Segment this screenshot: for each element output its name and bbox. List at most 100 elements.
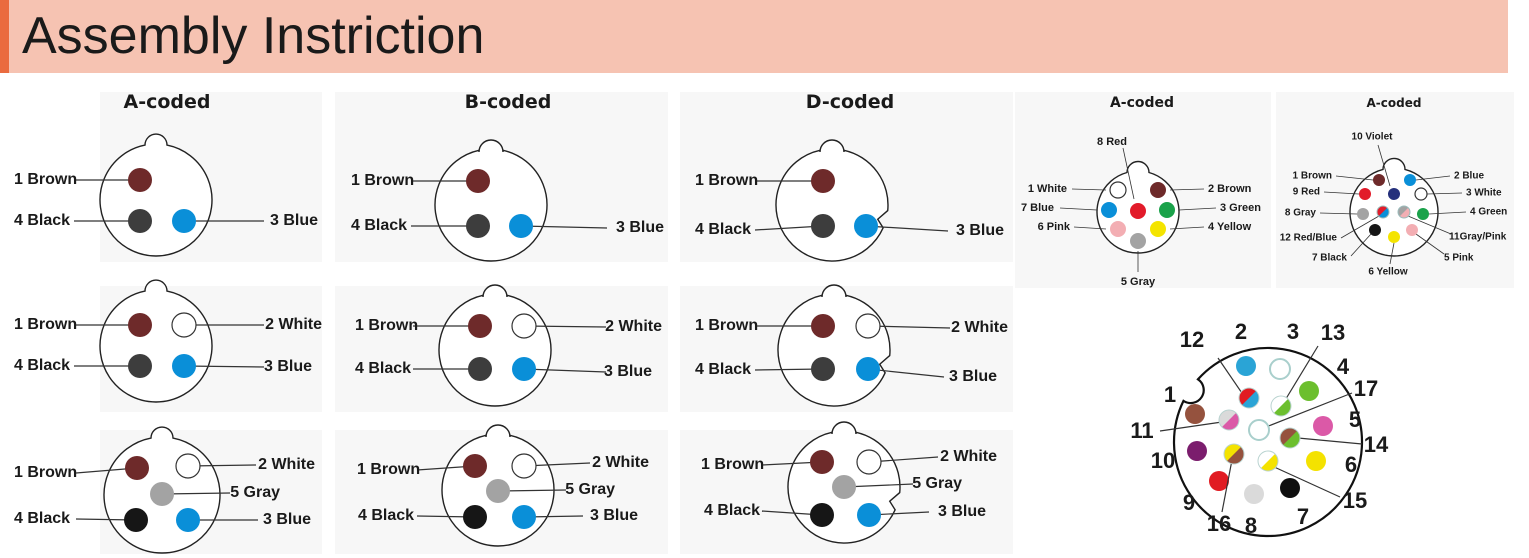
pin-number-label: 14 — [1364, 432, 1389, 457]
pin-label: 1 Brown — [351, 172, 414, 189]
pin-label: 4 Yellow — [1208, 221, 1252, 233]
pin-leader-line — [1377, 144, 1391, 187]
pin-leader-line — [183, 365, 265, 368]
pin-split-half — [1221, 412, 1240, 431]
pin-split-half — [1241, 390, 1260, 409]
pin-brown — [810, 450, 834, 474]
pin-label: 1 Brown — [14, 316, 77, 333]
pin-red-blue-half — [1378, 207, 1390, 219]
pin-leader-line — [1415, 233, 1445, 255]
pin-label: 1 Brown — [701, 456, 764, 473]
pin-blue — [172, 209, 196, 233]
pin-number-label: 1 — [1164, 382, 1176, 407]
pin-label: 4 Black — [14, 212, 70, 229]
pin-ffffff — [1269, 358, 1291, 380]
pin-number-label: 8 — [1245, 513, 1257, 538]
pin-yellow — [1388, 231, 1400, 243]
pin-split-half — [1226, 446, 1245, 465]
pin-blue — [512, 505, 536, 529]
pin-blue — [1404, 174, 1416, 186]
pin-blue — [857, 503, 881, 527]
pin-label: 4 Black — [14, 357, 70, 374]
pin-leader-line — [1122, 147, 1135, 200]
pin-brown — [125, 456, 149, 480]
pin-gray — [150, 482, 174, 506]
pin-brown — [468, 314, 492, 338]
pin-label: 2 Blue — [1454, 171, 1484, 182]
pin-label: 8 Gray — [1285, 208, 1317, 219]
pin-0f0f0f — [1280, 478, 1300, 498]
pin-label: 11Gray/Pink — [1449, 232, 1507, 243]
pin-label: 3 Blue — [270, 212, 318, 229]
pin-green — [1159, 202, 1175, 218]
pin-white — [511, 313, 537, 339]
pin-blue — [172, 354, 196, 378]
pin-label: 1 Brown — [355, 317, 418, 334]
pin-brown — [128, 313, 152, 337]
pin-gray — [1357, 208, 1369, 220]
pin-number-label: 6 — [1345, 452, 1357, 477]
connector-housing — [1172, 346, 1364, 538]
pin-label: 2 White — [265, 316, 322, 333]
pin-deep-black — [1369, 224, 1381, 236]
pin-number-label: 11 — [1130, 418, 1153, 443]
pin-label: 3 Blue — [956, 222, 1004, 239]
pin-2aa4d6 — [1236, 356, 1256, 376]
pin-number-label: 15 — [1343, 488, 1367, 513]
pin-gray-pink-half — [1399, 207, 1411, 219]
pin-outline — [1270, 395, 1292, 417]
pin-label: 1 Brown — [14, 171, 77, 188]
pin-label: 3 Blue — [949, 368, 997, 385]
pin-blue — [176, 508, 200, 532]
pin-brown — [128, 168, 152, 192]
pin-label: 6 Yellow — [1368, 267, 1408, 278]
pin-label: 1 Brown — [695, 317, 758, 334]
pin-outline — [1279, 427, 1301, 449]
header-accent-bar — [0, 0, 9, 73]
pin-brown — [811, 169, 835, 193]
pin-pink — [1406, 224, 1418, 236]
pin-black — [811, 214, 835, 238]
pin-blue — [856, 357, 880, 381]
pin-label: 4 Black — [695, 221, 751, 238]
pin-leader-line — [1073, 226, 1107, 230]
pin-outline — [1238, 387, 1260, 409]
pin-dadada — [1244, 484, 1264, 504]
pin-blue — [509, 214, 533, 238]
pin-f4e200 — [1306, 451, 1326, 471]
pin-brown — [811, 314, 835, 338]
pin-white — [171, 312, 197, 338]
pin-leader-line — [865, 225, 949, 232]
pin-brown — [463, 454, 487, 478]
pin-label: 2 White — [940, 448, 997, 465]
pin-leader-line — [1059, 207, 1098, 211]
pin-number-label: 17 — [1354, 376, 1378, 401]
pin-outline — [1218, 409, 1240, 431]
pin-e11b22 — [1209, 471, 1229, 491]
pin-pink — [1110, 221, 1126, 237]
pin-label: 5 Gray — [230, 484, 280, 501]
pin-label: 12 Red/Blue — [1280, 233, 1338, 244]
pin-gray — [1130, 233, 1146, 249]
pin-label: 5 Gray — [1121, 276, 1156, 288]
pin-leader-line — [1169, 226, 1205, 230]
pin-gray-pink-outline — [1397, 205, 1411, 219]
pin-number-label: 13 — [1321, 320, 1345, 345]
pin-label: 1 Brown — [357, 461, 420, 478]
column-title: B-coded — [465, 91, 552, 113]
pin-split-half — [1260, 453, 1279, 472]
pin-black — [811, 357, 835, 381]
pin-white — [1109, 181, 1127, 199]
pin-label: 4 Black — [351, 217, 407, 234]
pin-label: 1 Brown — [1293, 171, 1332, 182]
pin-label: 4 Green — [1470, 207, 1507, 218]
pin-label: 5 Pink — [1444, 253, 1474, 264]
pin-label: 3 White — [1466, 188, 1502, 199]
pin-number-label: 5 — [1349, 407, 1361, 432]
pin-number-label: 4 — [1337, 354, 1350, 379]
pin-6cbf2e — [1299, 381, 1319, 401]
pin-label: 5 Gray — [912, 475, 962, 492]
pin-label: 10 Violet — [1352, 132, 1394, 143]
pin-white — [855, 313, 881, 339]
